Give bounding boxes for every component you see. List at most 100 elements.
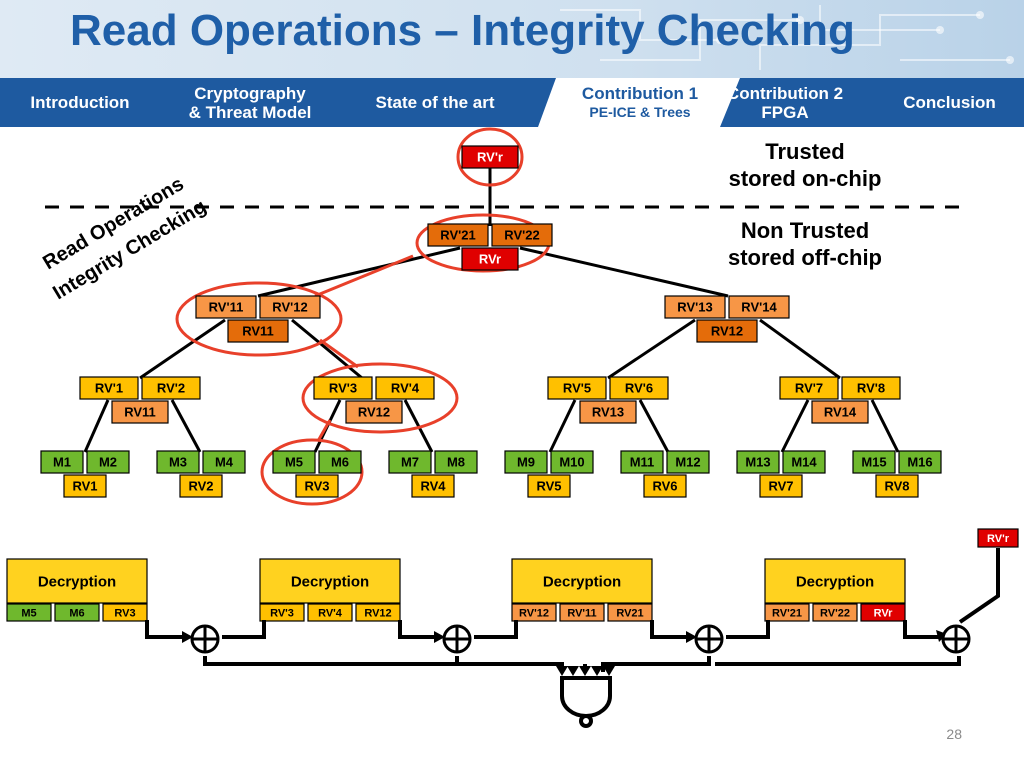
tree-leaf-block-a: M5 — [272, 450, 316, 474]
tree-leaf-rv-label: RV5 — [536, 479, 561, 494]
page-number: 28 — [946, 726, 962, 742]
tree-leaf-rv-label: RV7 — [768, 479, 793, 494]
tree-l1-node-a-label: RV'21 — [440, 228, 475, 243]
decryption-input-cell: RV'11 — [559, 603, 605, 622]
tree-leaf-rv: RV8 — [875, 474, 919, 498]
tree-l3-node-b: RV'4 — [375, 376, 435, 400]
tree-l3-rv: RV12 — [345, 400, 403, 424]
tree-leaf-block-b: M4 — [202, 450, 246, 474]
decryption-input-cell: RV'4 — [307, 603, 353, 622]
tree-leaf-block-b: M12 — [666, 450, 710, 474]
nav-contribution-2[interactable]: Contribution 2 FPGA — [726, 83, 844, 122]
decryption-input-cell-label: M5 — [21, 607, 36, 619]
tree-root-node-label: RV'r — [477, 150, 503, 165]
decryption-input-cell: RV3 — [102, 603, 148, 622]
decryption-input-cell: RV'22 — [812, 603, 858, 622]
tree-l3-node-b-label: RV'8 — [857, 381, 885, 396]
decryption-box: Decryption — [259, 558, 401, 604]
tree-leaf-rv: RV2 — [179, 474, 223, 498]
decryption-input-cell-label: RV21 — [616, 607, 643, 619]
section-nav: Introduction Cryptography & Threat Model… — [0, 78, 1024, 127]
nontrusted-label: Non Trusted stored off-chip — [728, 218, 882, 270]
nav-active-tab-shape — [538, 78, 740, 127]
decryption-input-cell: RV'12 — [511, 603, 557, 622]
tree-leaf-block-b: M10 — [550, 450, 594, 474]
tree-l3-node-b: RV'6 — [609, 376, 669, 400]
decryption-input-cell-label: RV'3 — [270, 607, 294, 619]
tree-l1-node-b: RV'22 — [491, 223, 553, 247]
decryption-input-cell-label: RV'11 — [567, 607, 596, 619]
decryption-input-cell: RV12 — [355, 603, 401, 622]
tree-leaf-block-b-label: M16 — [907, 455, 932, 470]
tree-l3-node-a-label: RV'1 — [95, 381, 123, 396]
decryption-input-cell: RV21 — [607, 603, 653, 622]
tree-leaf-rv-label: RV1 — [72, 479, 97, 494]
tree-leaf-block-a-label: M1 — [53, 455, 71, 470]
tree-l2-node-a: RV'11 — [195, 295, 257, 319]
nav-contribution-1-label: Contribution 1 — [581, 83, 699, 103]
tree-root-node: RV'r — [461, 145, 519, 169]
tree-l3-node-b-label: RV'6 — [625, 381, 653, 396]
decryption-input-cell: M6 — [54, 603, 100, 622]
tree-leaf-rv-label: RV6 — [652, 479, 677, 494]
tree-l2-node-b: RV'12 — [259, 295, 321, 319]
tree-l3-node-a-label: RV'3 — [329, 381, 357, 396]
decryption-input-cell-label: RV'22 — [820, 607, 850, 619]
tree-l3-node-a: RV'3 — [313, 376, 373, 400]
tree-leaf-block-b-label: M10 — [559, 455, 584, 470]
tree-leaf-rv-label: RV2 — [188, 479, 213, 494]
tree-leaf-rv-label: RV4 — [420, 479, 446, 494]
tree-leaf-block-b: M2 — [86, 450, 130, 474]
tree-leaf-rv: RV7 — [759, 474, 803, 498]
nav-conclusion[interactable]: Conclusion — [903, 93, 996, 112]
decryption-root-input: RV'r — [977, 528, 1019, 548]
tree-l3-rv-label: RV12 — [358, 405, 390, 420]
decryption-input-cell: RVr — [860, 603, 906, 622]
tree-leaf-block-b: M8 — [434, 450, 478, 474]
tree-leaf-block-b-label: M2 — [99, 455, 117, 470]
tree-l3-node-a-label: RV'5 — [563, 381, 591, 396]
xor-icon — [941, 624, 971, 654]
wire-arrowheads — [182, 630, 947, 676]
tree-l2-node-a: RV'13 — [664, 295, 726, 319]
tree-l3-node-b: RV'8 — [841, 376, 901, 400]
decryption-box-label: Decryption — [38, 573, 116, 590]
tree-l3-rv-label: RV13 — [592, 405, 624, 420]
tree-leaf-block-b: M6 — [318, 450, 362, 474]
nav-cryptography[interactable]: Cryptography & Threat Model — [188, 83, 312, 122]
tree-l2-rv-label: RV11 — [242, 324, 274, 339]
decryption-root-input-label: RV'r — [987, 533, 1010, 545]
nav-state-of-the-art[interactable]: State of the art — [375, 93, 495, 112]
tree-l3-node-b-label: RV'4 — [391, 381, 420, 396]
nav-introduction[interactable]: Introduction — [30, 93, 130, 112]
verification-path-highlight — [175, 127, 551, 506]
tree-leaf-rv: RV6 — [643, 474, 687, 498]
tree-leaf-rv-label: RV3 — [304, 479, 329, 494]
tree-leaf-rv: RV4 — [411, 474, 455, 498]
tree-l3-node-a: RV'1 — [79, 376, 139, 400]
circuit-decoration — [560, 5, 1014, 70]
tree-leaf-rv: RV5 — [527, 474, 571, 498]
tree-leaf-block-a: M15 — [852, 450, 896, 474]
tree-leaf-block-a: M1 — [40, 450, 84, 474]
tree-leaf-block-a-label: M5 — [285, 455, 303, 470]
tree-leaf-block-a-label: M7 — [401, 455, 419, 470]
decryption-input-cell: RV'21 — [764, 603, 810, 622]
tree-l2-node-b: RV'14 — [728, 295, 790, 319]
tree-l1-node-b-label: RV'22 — [504, 228, 539, 243]
decryption-input-cell: M5 — [6, 603, 52, 622]
page-title: Read Operations – Integrity Checking — [70, 6, 855, 55]
tree-l2-node-b-label: RV'12 — [272, 300, 307, 315]
tree-l3-rv: RV14 — [811, 400, 869, 424]
tree-l3-node-b-label: RV'2 — [157, 381, 185, 396]
decryption-input-cell-label: RV3 — [114, 607, 135, 619]
decryption-box-label: Decryption — [291, 573, 369, 590]
trusted-label: Trusted stored on-chip — [728, 139, 882, 191]
decryption-input-cell-label: M6 — [69, 607, 84, 619]
decryption-input-cell: RV'3 — [259, 603, 305, 622]
tree-l3-rv: RV11 — [111, 400, 169, 424]
nav-contribution-1[interactable]: Contribution 1 PE-ICE & Trees — [555, 78, 725, 127]
decryption-input-cell-label: RV12 — [364, 607, 391, 619]
